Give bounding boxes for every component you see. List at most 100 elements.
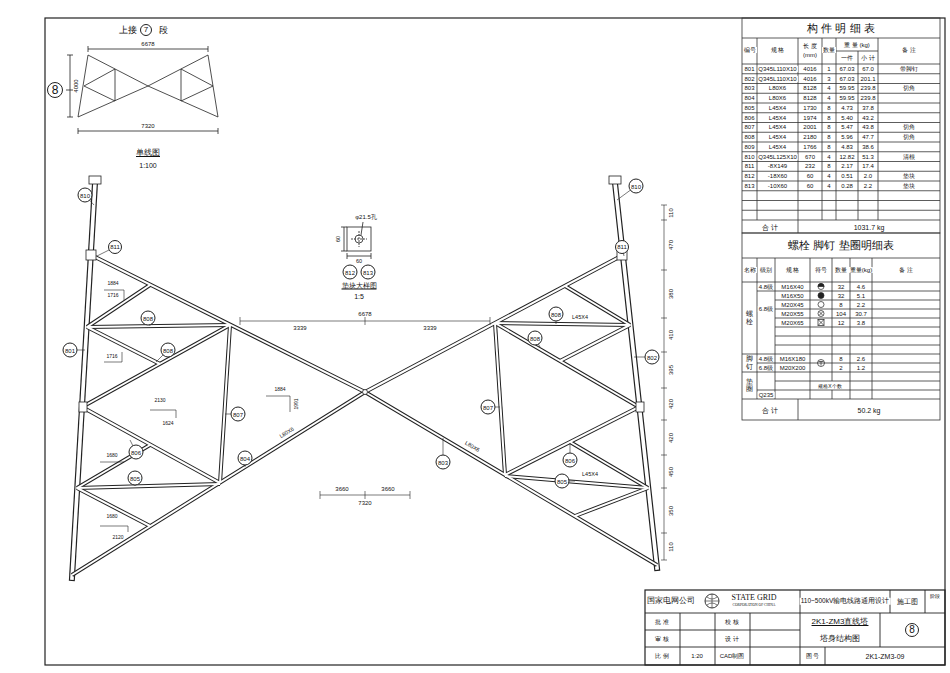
drawing-label: 长 度 — [802, 43, 818, 49]
drawing-label: 2.2 — [856, 302, 866, 308]
drawing-label: 小 计 — [860, 55, 876, 61]
callout-circle: 812 — [343, 265, 358, 280]
line-work — [775, 345, 940, 346]
callout-number: 805 — [557, 478, 567, 484]
drawing-label: 单线图 — [135, 149, 161, 157]
callout-circle: 801 — [63, 343, 78, 358]
drawing-label: 切角 — [902, 124, 916, 130]
drawing-label: 0.51 — [840, 173, 854, 179]
drawing-label: 备 注 — [898, 267, 914, 273]
drawing-label: 合 计 — [761, 223, 779, 230]
line-work — [757, 390, 775, 391]
drawing-label: 239.8 — [859, 85, 876, 91]
drawing-label: Q235 — [758, 392, 775, 398]
callout-circle: 811 — [615, 240, 629, 254]
drawing-label: 6.8级 — [758, 306, 774, 312]
line-work — [320, 491, 321, 499]
drawing-label: 垫块大样图 — [341, 282, 378, 289]
callout-number: 813 — [363, 269, 373, 275]
drawing-label: 8 — [826, 134, 831, 140]
line-work — [72, 183, 657, 578]
line-work — [72, 255, 657, 575]
drawing-label: 4016 — [802, 66, 817, 72]
drawing-label: 1680 — [105, 453, 118, 458]
line-work — [89, 176, 101, 184]
drawing-label: 8 — [826, 163, 831, 169]
drawing-label: 上接 — [118, 26, 138, 35]
drawing-label: 阶段 — [929, 594, 941, 599]
line-work — [742, 18, 940, 233]
drawing-label: 7320 — [140, 123, 155, 129]
drawing-label: 67.03 — [838, 66, 855, 72]
drawing-label: 3339 — [422, 325, 437, 331]
drawing-label: 2.17 — [840, 163, 854, 169]
line-work — [742, 18, 940, 420]
drawing-label: 37.8 — [861, 105, 875, 111]
drawing-label: 塔身结构图 — [819, 635, 861, 643]
drawing-label: L45X4 — [581, 472, 599, 478]
drawing-label: 350 — [668, 504, 674, 516]
drawing-label: 51.3 — [861, 154, 875, 160]
drawing-label: 12 — [837, 320, 846, 326]
callout-circle: 811 — [108, 240, 122, 254]
drawing-label: 2 — [838, 365, 843, 371]
drawing-label: 6678 — [357, 311, 372, 317]
drawing-label: 螺栓 脚钉 垫圈明细表 — [787, 240, 894, 251]
line-work — [818, 284, 824, 287]
line-work — [70, 186, 667, 560]
drawing-label: 2130 — [153, 398, 166, 403]
drawing-label: 1:100 — [138, 162, 158, 169]
drawing-label: 804 — [743, 95, 755, 101]
drawing-label: Q345L125X10 — [757, 154, 798, 160]
line-work — [850, 258, 851, 399]
drawing-label: 清根 — [902, 154, 916, 160]
line-work — [371, 253, 372, 259]
line-work — [645, 613, 945, 614]
line-work — [410, 491, 411, 499]
drawing-label: 设 计 — [724, 636, 740, 642]
line-work — [104, 290, 124, 300]
callout-circle: 8 — [47, 82, 63, 98]
line-work — [818, 284, 824, 290]
line-work — [742, 83, 940, 84]
drawing-label: L80X6 — [768, 95, 787, 101]
drawing-label: 5.96 — [840, 134, 854, 140]
drawing-label: 数量 — [822, 47, 836, 53]
callout-number: 810 — [80, 192, 90, 198]
callout-circle: 805 — [555, 474, 570, 489]
drawing-label: 4.8级 — [758, 284, 774, 290]
callout-circle: 7 — [140, 24, 152, 36]
line-work — [181, 69, 213, 101]
drawing-label: Q345L110X10 — [757, 76, 797, 82]
line-work — [742, 282, 940, 283]
line-work — [742, 233, 940, 420]
callout-number: 7 — [144, 26, 148, 34]
drawing-label: 38.6 — [861, 144, 875, 150]
drawing-label: -8X149 — [767, 163, 788, 169]
callout-number: 811 — [110, 244, 120, 250]
drawing-label: 60 — [336, 235, 342, 243]
line-work — [798, 399, 799, 420]
line-work — [818, 284, 825, 367]
drawing-label: 30.7 — [854, 311, 868, 317]
callout-number: 8 — [52, 84, 59, 96]
line-work — [661, 220, 667, 221]
drawing-label: 812 — [743, 173, 755, 179]
drawing-label: 808 — [743, 134, 755, 140]
line-work — [818, 320, 824, 326]
callout-number: 804 — [240, 455, 250, 461]
line-work — [79, 402, 87, 412]
line-work — [661, 533, 667, 534]
drawing-label: 国家电网公司 — [646, 597, 696, 605]
line-work — [742, 210, 940, 211]
line-work — [661, 560, 667, 561]
line-work — [661, 318, 667, 319]
drawing-label: 6678 — [140, 41, 155, 47]
drawing-label: L45X4 — [571, 315, 589, 321]
line-work — [775, 300, 940, 301]
drawing-label: 4.6 — [856, 284, 866, 290]
drawing-label: 395 — [668, 364, 674, 376]
line-work — [742, 73, 940, 74]
drawing-label: -18X60 — [767, 173, 788, 179]
